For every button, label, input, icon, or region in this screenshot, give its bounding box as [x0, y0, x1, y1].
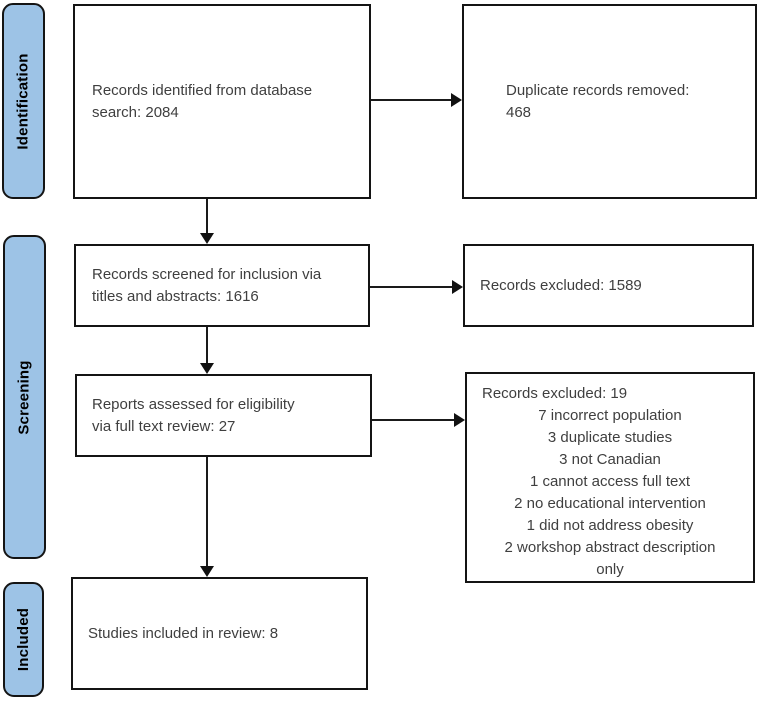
stage-band-identification: Identification: [2, 3, 45, 199]
excluded-reason: 1 cannot access full text: [529, 473, 691, 490]
box-reports-assessed-text: Reports assessed for eligibility via ful…: [92, 395, 295, 435]
arrow-down-icon: [200, 233, 214, 244]
box-records-screened-text: Records screened for inclusion via title…: [92, 265, 322, 305]
box-studies-included-text: Studies included in review: 8: [88, 624, 279, 642]
box-records-identified-text: Records identified from database search:…: [92, 81, 313, 121]
excluded-eligibility-heading: Records excluded: 19: [482, 385, 628, 402]
box-reports-assessed: Reports assessed for eligibility via ful…: [75, 374, 372, 457]
connector-line-assessed-to-excluded: [372, 419, 455, 421]
arrow-right-icon: [454, 413, 465, 427]
excluded-reason: 3 not Canadian: [559, 451, 661, 468]
excluded-reason: 1 did not address obesity: [526, 517, 694, 534]
connector-line-screened-to-excluded: [370, 286, 453, 288]
stage-label-identification: Identification: [15, 52, 33, 150]
box-duplicates-removed-text: Duplicate records removed: 468: [506, 81, 690, 121]
connector-line-identified-to-screened: [206, 199, 208, 234]
arrow-down-icon: [200, 363, 214, 374]
excluded-reason: 3 duplicate studies: [547, 429, 673, 446]
box-records-excluded-eligibility: Records excluded: 19 7 incorrect populat…: [465, 372, 755, 583]
connector-line-screened-to-assessed: [206, 327, 208, 364]
box-records-screened: Records screened for inclusion via title…: [74, 244, 370, 327]
connector-line-identified-to-duplicates: [371, 99, 452, 101]
box-records-excluded-screening-text: Records excluded: 1589: [480, 276, 642, 294]
excluded-reason: 2 no educational intervention: [514, 495, 706, 512]
box-records-identified: Records identified from database search:…: [73, 4, 371, 199]
arrow-right-icon: [452, 280, 463, 294]
box-studies-included: Studies included in review: 8: [71, 577, 368, 690]
arrow-down-icon: [200, 566, 214, 577]
box-records-excluded-screening: Records excluded: 1589: [463, 244, 754, 327]
excluded-reason: 2 workshop abstract description only: [504, 539, 716, 578]
box-duplicates-removed: Duplicate records removed: 468: [462, 4, 757, 199]
stage-label-screening: Screening: [16, 359, 34, 435]
connector-line-assessed-to-included: [206, 457, 208, 567]
stage-band-screening: Screening: [3, 235, 46, 559]
excluded-reason: 7 incorrect population: [538, 407, 682, 424]
stage-label-included: Included: [15, 607, 32, 672]
arrow-right-icon: [451, 93, 462, 107]
stage-band-included: Included: [3, 582, 44, 697]
